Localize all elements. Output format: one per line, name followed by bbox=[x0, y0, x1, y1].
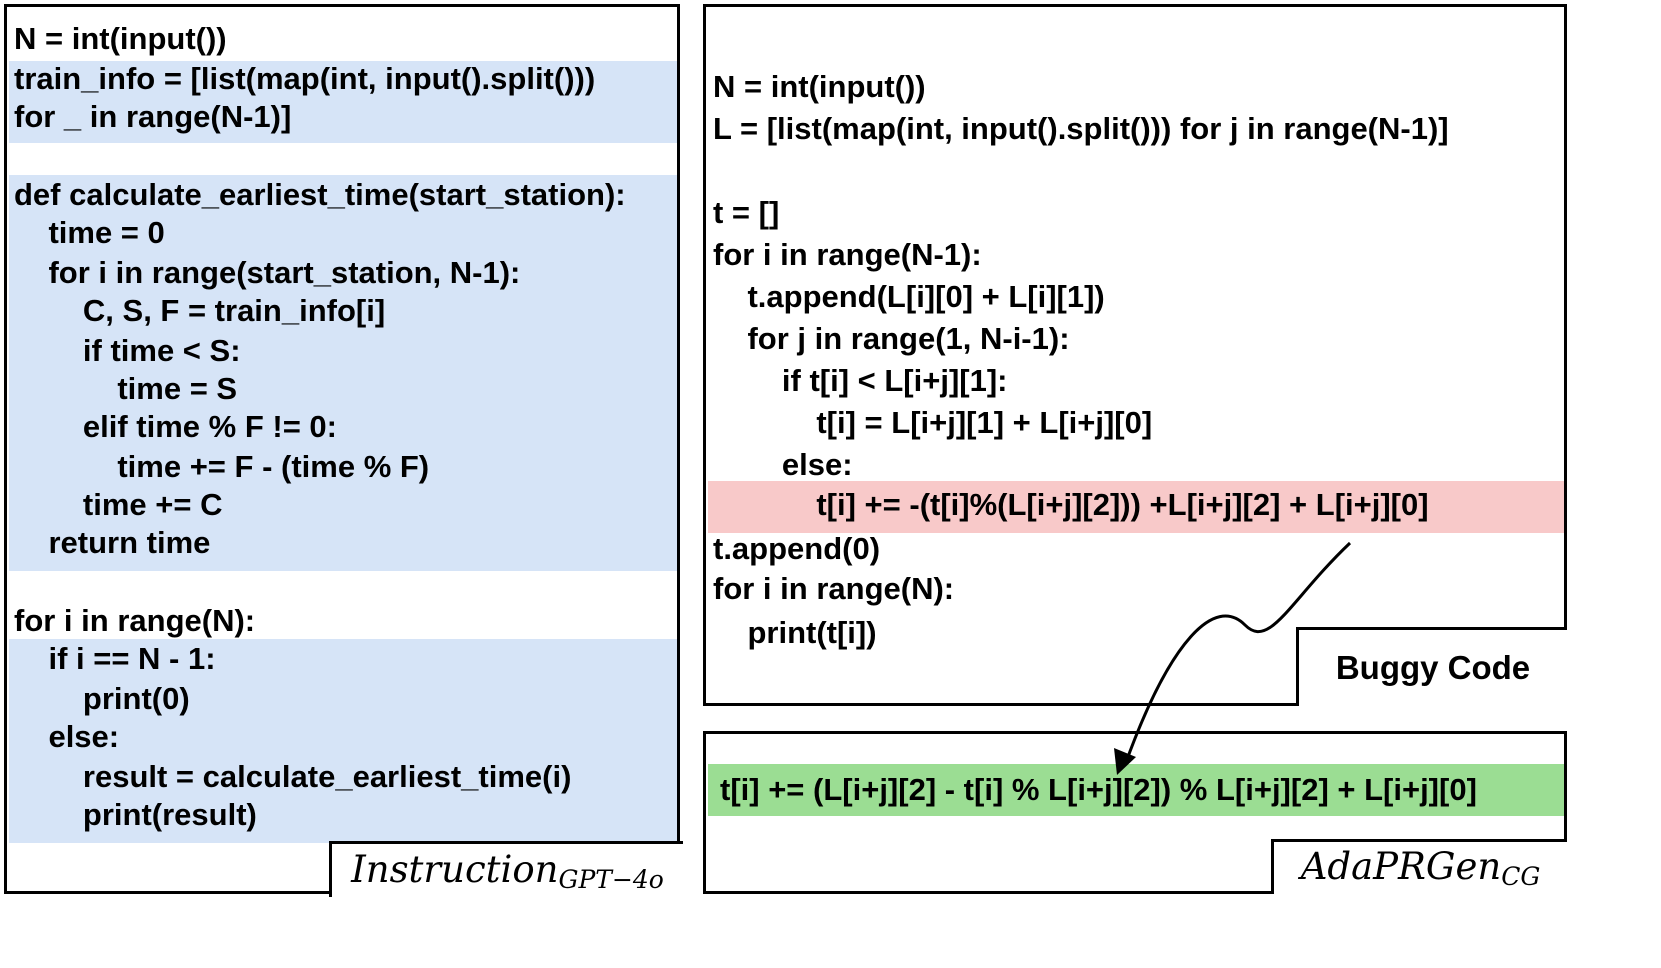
code-line: print(t[i]) bbox=[713, 615, 877, 650]
code-line: L = [list(map(int, input().split())) for… bbox=[713, 111, 1449, 146]
code-line: else: bbox=[14, 719, 120, 754]
code-line: train_info = [list(map(int, input().spli… bbox=[14, 61, 596, 96]
code-line: N = int(input()) bbox=[14, 21, 227, 56]
fix-arrow-line bbox=[1123, 541, 1352, 766]
fix-panel: t[i] += (L[i+j][2] - t[i] % L[i+j][2]) %… bbox=[703, 731, 1567, 894]
code-line: print(0) bbox=[14, 681, 190, 716]
code-line: t.append(L[i][0] + L[i][1]) bbox=[713, 279, 1105, 314]
code-line: return time bbox=[14, 525, 211, 560]
code-line: time = S bbox=[14, 371, 238, 406]
fix-arrow-head bbox=[1114, 748, 1136, 775]
fix-code-line: t[i] += (L[i+j][2] - t[i] % L[i+j][2]) %… bbox=[720, 772, 1477, 807]
buggy-code-label: Buggy Code bbox=[1335, 649, 1531, 686]
code-line: N = int(input()) bbox=[713, 69, 926, 104]
instruction-label: InstructionGPT−4o bbox=[351, 847, 664, 894]
code-line: if i == N - 1: bbox=[14, 641, 216, 676]
code-line: C, S, F = train_info[i] bbox=[14, 293, 386, 328]
buggy-code-label-box: Buggy Code bbox=[1296, 627, 1567, 706]
code-line: elif time % F != 0: bbox=[14, 409, 337, 444]
code-line: for i in range(N-1): bbox=[713, 237, 982, 272]
code-line: if t[i] < L[i+j][1]: bbox=[713, 363, 1008, 398]
code-line: def calculate_earliest_time(start_statio… bbox=[14, 177, 626, 212]
code-line: t.append(0) bbox=[713, 531, 881, 566]
code-line: for j in range(1, N-i-1): bbox=[713, 321, 1070, 356]
highlight-buggy-line bbox=[708, 481, 1564, 533]
code-line: time = 0 bbox=[14, 215, 165, 250]
code-line: for i in range(N): bbox=[14, 603, 256, 638]
highlight-input-block bbox=[9, 61, 677, 143]
code-line: print(result) bbox=[14, 797, 257, 832]
code-line: for i in range(N): bbox=[713, 571, 955, 606]
code-line: t = [] bbox=[713, 195, 780, 230]
code-line: else: bbox=[713, 447, 853, 482]
code-line: for i in range(start_station, N-1): bbox=[14, 255, 521, 290]
code-line: t[i] = L[i+j][1] + L[i+j][0] bbox=[713, 405, 1153, 440]
fix-label: AdaPRGenCG bbox=[1300, 845, 1541, 891]
code-line: t[i] += -(t[i]%(L[i+j][2])) +L[i+j][2] +… bbox=[713, 487, 1429, 522]
highlight-function-block bbox=[9, 175, 677, 571]
highlight-fix-line bbox=[708, 764, 1564, 816]
code-line: result = calculate_earliest_time(i) bbox=[14, 759, 572, 794]
code-line: for _ in range(N-1)] bbox=[14, 99, 292, 134]
instruction-panel: N = int(input()) train_info = [list(map(i… bbox=[4, 4, 683, 897]
code-line: time += F - (time % F) bbox=[14, 449, 430, 484]
instruction-label-box: InstructionGPT−4o bbox=[329, 841, 683, 897]
code-line: time += C bbox=[14, 487, 223, 522]
highlight-output-block bbox=[9, 639, 677, 843]
buggy-code-panel: N = int(input()) L = [list(map(int, input… bbox=[703, 4, 1567, 706]
fix-label-box: AdaPRGenCG bbox=[1271, 839, 1567, 894]
code-line: if time < S: bbox=[14, 333, 241, 368]
